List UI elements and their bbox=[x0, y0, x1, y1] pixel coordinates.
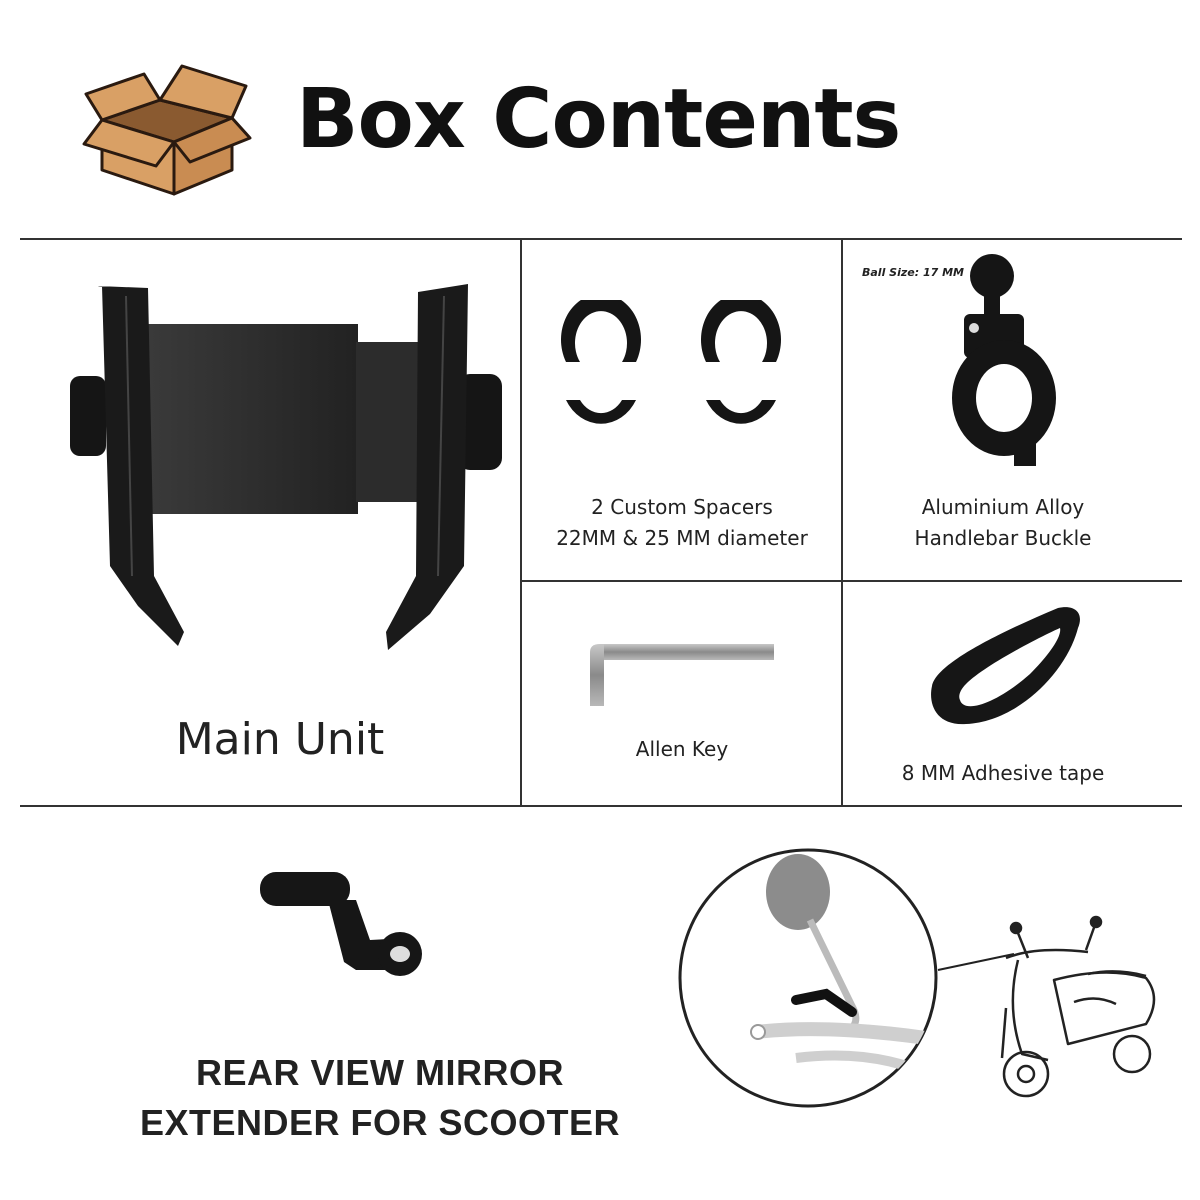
tape-label: 8 MM Adhesive tape bbox=[901, 761, 1105, 785]
extender-label-line2: EXTENDER FOR SCOOTER bbox=[139, 1102, 621, 1143]
buckle-label-line1: Aluminium Alloy bbox=[921, 495, 1085, 519]
spacers-label-line1: 2 Custom Spacers bbox=[591, 495, 773, 519]
main-unit-label: Main Unit bbox=[175, 714, 385, 765]
buckle-label-line2: Handlebar Buckle bbox=[914, 526, 1092, 550]
spacers-label-line2: 22MM & 25 MM diameter bbox=[556, 526, 808, 550]
adhesive-tape-icon bbox=[926, 604, 1086, 732]
divider-middle bbox=[522, 580, 1182, 582]
extender-label-line1: REAR VIEW MIRROR bbox=[196, 1052, 564, 1093]
divider-top bbox=[20, 238, 1182, 240]
allen-key-icon bbox=[586, 640, 780, 710]
box-icon bbox=[82, 58, 252, 198]
extender-label: REAR VIEW MIRROR EXTENDER FOR SCOOTER bbox=[90, 1048, 670, 1148]
allen-key-label: Allen Key bbox=[635, 737, 729, 761]
scooter-mirror-illustration-icon bbox=[676, 828, 1176, 1128]
divider-col-2 bbox=[841, 238, 843, 807]
spacers-label: 2 Custom Spacers 22MM & 25 MM diameter bbox=[522, 492, 842, 554]
spacer-rings-icon bbox=[556, 293, 796, 440]
divider-col-1 bbox=[520, 238, 522, 807]
divider-bottom bbox=[20, 805, 1182, 807]
page-title: Box Contents bbox=[296, 72, 901, 167]
ball-size-label: Ball Size: 17 MM bbox=[862, 266, 964, 279]
buckle-label: Aluminium Alloy Handlebar Buckle bbox=[843, 492, 1163, 554]
phone-holder-icon bbox=[66, 276, 516, 676]
mirror-extender-icon bbox=[258, 866, 428, 976]
handlebar-buckle-icon bbox=[930, 248, 1070, 478]
